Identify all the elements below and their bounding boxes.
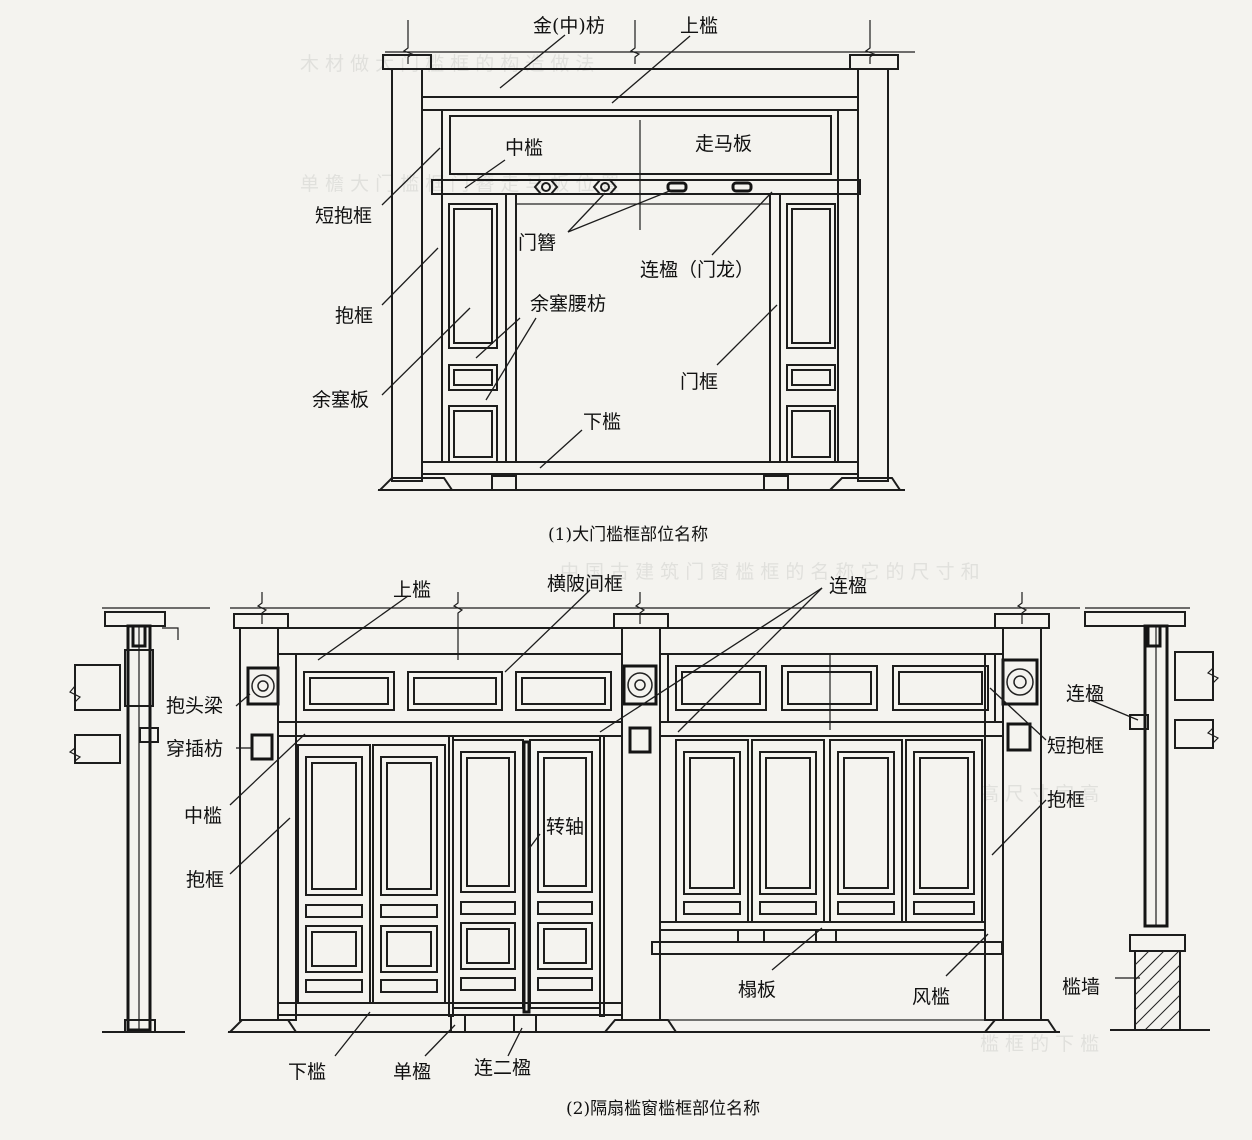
- leader-menzan-2: [567, 189, 673, 233]
- bleed-through-text: 木 材 做 大 门 槛 框 的 构 造 做 法 单 檐 大 门 槛 框 门 簪 …: [300, 53, 1099, 1055]
- leader-jinfang: [499, 34, 566, 89]
- leader-menkuang: [716, 304, 778, 366]
- svg-text:槛 框 的 下 槛: 槛 框 的 下 槛: [980, 1033, 1099, 1055]
- label-lianerkan: 连二楹: [474, 1057, 531, 1079]
- label-baokuang-left: 抱框: [186, 869, 224, 891]
- label-menzan: 门簪: [518, 232, 556, 254]
- leader-baotouliang: [235, 693, 251, 707]
- beam-head-ornaments: [246, 658, 1039, 761]
- leader-baokuang-right: [991, 799, 1047, 856]
- leader-yusaiyaofang-2: [485, 317, 537, 401]
- svg-text:中 国 古 建 筑 门 窗 槛 框 的 名 称 它 的 尺: 中 国 古 建 筑 门 窗 槛 框 的 名 称 它 的 尺 寸 和: [560, 561, 980, 583]
- partition-doors-left: [297, 735, 605, 1017]
- leader-liankan: [711, 191, 773, 256]
- label-yusaiyaofang: 余塞腰枋: [530, 293, 606, 315]
- label-jinfang: 金(中)枋: [533, 15, 605, 37]
- leader-shangkan-2: [317, 595, 409, 661]
- leader-zhongkan: [464, 159, 506, 189]
- label-liankan-right: 连楹: [1066, 683, 1104, 705]
- label-hengpijiankuang: 横陂间框: [547, 573, 623, 595]
- leader-xiakan-2: [334, 1011, 371, 1057]
- leader-taban: [771, 927, 823, 971]
- figure-1-main-gate-frame: 金(中)枋 上槛 走马板 中槛 短抱框 门簪 连楹（门龙） 抱框 余塞腰枋 余塞…: [312, 15, 915, 545]
- leader-duanbaokuang-2: [989, 687, 1047, 741]
- label-baokuang: 抱框: [335, 305, 373, 327]
- leader-liankan-right: [1089, 699, 1139, 721]
- leader-baokuang-left: [229, 817, 291, 875]
- leader-xiakan: [539, 429, 583, 469]
- label-xiakan: 下槛: [583, 411, 621, 433]
- label-duanbaokuang-2: 短抱框: [1047, 735, 1104, 757]
- label-xiakan-2: 下槛: [288, 1061, 326, 1083]
- leader-yusaiban: [381, 307, 471, 396]
- label-liankan-top: 连楹: [829, 575, 867, 597]
- svg-text:高 尺 寸 定 高: 高 尺 寸 定 高: [980, 783, 1099, 805]
- leader-duanbaokuang: [381, 147, 441, 206]
- leader-shangkan: [611, 35, 691, 104]
- label-baotouliang: 抱头梁: [166, 695, 223, 717]
- label-zhongkan-2: 中槛: [184, 805, 222, 827]
- label-zhuanzhou: 转轴: [546, 816, 584, 838]
- label-shangkan-2: 上槛: [393, 579, 431, 601]
- label-shangkan: 上槛: [680, 15, 718, 37]
- leader-hengpi: [504, 589, 591, 673]
- leader-lianerkan: [507, 1027, 523, 1057]
- window-sashes-right: [651, 739, 1004, 1021]
- caption-figure-2: (2)隔扇槛窗槛框部位名称: [566, 1099, 760, 1119]
- leader-liankan-top-1: [677, 587, 823, 733]
- label-liankan: 连楹（门龙）: [640, 259, 754, 281]
- label-zoumaban: 走马板: [695, 133, 752, 155]
- label-dankan: 单楹: [393, 1061, 431, 1083]
- label-zhongkan: 中槛: [505, 137, 543, 159]
- leader-liankan-top-2: [599, 587, 823, 733]
- label-baokuang-right: 抱框: [1047, 789, 1085, 811]
- leader-dankan: [424, 1024, 456, 1057]
- leader-yusaiyaofang: [475, 317, 521, 359]
- label-chuanchafang: 穿插枋: [166, 738, 223, 760]
- caption-figure-1: (1)大门槛框部位名称: [548, 525, 708, 545]
- leader-zhuanzhou: [527, 833, 541, 851]
- label-fengkan: 风槛: [912, 986, 950, 1008]
- leader-fengkan: [945, 933, 989, 977]
- label-menkuang: 门框: [680, 371, 718, 393]
- svg-text:木 材 做 大 门 槛 框 的 构 造 做 法: 木 材 做 大 门 槛 框 的 构 造 做 法: [300, 53, 594, 75]
- leader-baokuang: [381, 247, 439, 306]
- leader-zhongkan-2: [229, 733, 306, 806]
- label-duanbaokuang: 短抱框: [315, 205, 372, 227]
- wall-hatch: [1134, 950, 1181, 1031]
- svg-text:单 檐 大 门 槛 框 门 簪 走 马 板 位 置: 单 檐 大 门 槛 框 门 簪 走 马 板 位 置: [300, 173, 619, 195]
- label-yusaiban: 余塞板: [312, 389, 369, 411]
- figure-2-partition-window-frame: 上槛 横陂间框 连楹 连楹 抱头梁 穿插枋 中槛 抱框 转轴 短抱框 抱框 榻板…: [68, 573, 1220, 1119]
- label-kanqiang: 槛墙: [1062, 976, 1100, 998]
- leader-menzan-1: [567, 192, 606, 233]
- label-taban: 榻板: [738, 979, 776, 1001]
